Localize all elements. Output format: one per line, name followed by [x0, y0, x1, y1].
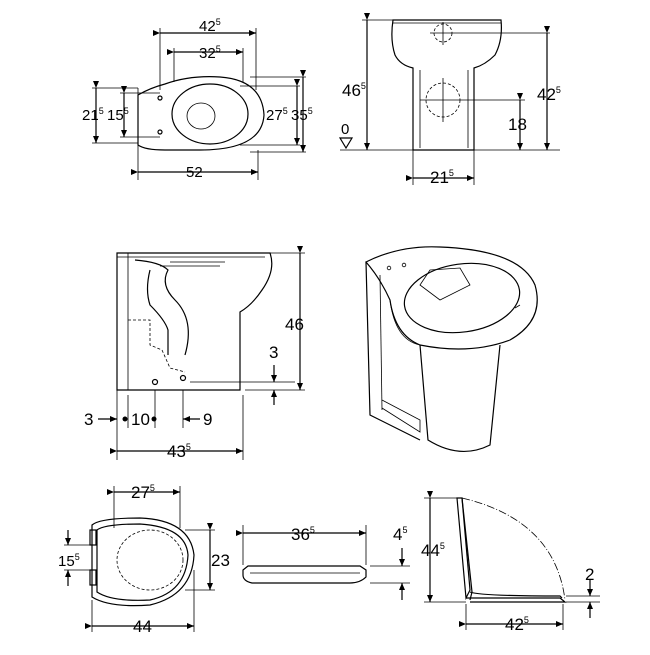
top-left-inner: 155 [107, 106, 129, 124]
side-view: 46 3 3 10 9 435 [84, 246, 305, 461]
front-base: 215 [430, 168, 454, 187]
seat-side-view: 365 45 [236, 525, 410, 600]
seat-side-height: 45 [393, 525, 407, 544]
seat-open-view: 445 425 2 [421, 491, 600, 634]
seat-open-base: 425 [505, 615, 529, 634]
top-width-inner: 325 [199, 44, 221, 62]
seat-open-thick: 2 [585, 565, 594, 584]
front-outlet: 18 [508, 115, 527, 134]
front-height-left: 465 [342, 81, 366, 100]
side-height: 46 [285, 315, 304, 334]
seat-top-left: 155 [58, 552, 80, 570]
side-depth: 435 [167, 442, 191, 461]
seat-top-width: 275 [131, 483, 155, 502]
top-right-inner: 275 [266, 106, 288, 124]
top-width-outer: 425 [199, 17, 221, 35]
front-height-right: 425 [537, 85, 561, 104]
seat-top-view: 275 155 23 44 [58, 483, 230, 636]
seat-open-height: 445 [421, 541, 445, 560]
front-zero: 0 [341, 121, 349, 138]
side-nine: 9 [203, 410, 212, 429]
seat-top-right: 23 [211, 551, 230, 570]
side-left: 3 [84, 410, 93, 429]
side-offset: 3 [269, 343, 278, 362]
seat-side-length: 365 [291, 525, 315, 544]
front-view: 0 465 18 425 215 [338, 13, 561, 187]
top-view: 425 325 215 155 275 355 52 [82, 17, 313, 181]
top-right-outer: 355 [291, 106, 313, 124]
seat-top-length: 44 [133, 617, 152, 636]
top-length: 52 [186, 164, 203, 181]
side-ten: 10 [131, 410, 150, 429]
isometric-view [365, 246, 538, 453]
top-left-outer: 215 [82, 106, 104, 124]
